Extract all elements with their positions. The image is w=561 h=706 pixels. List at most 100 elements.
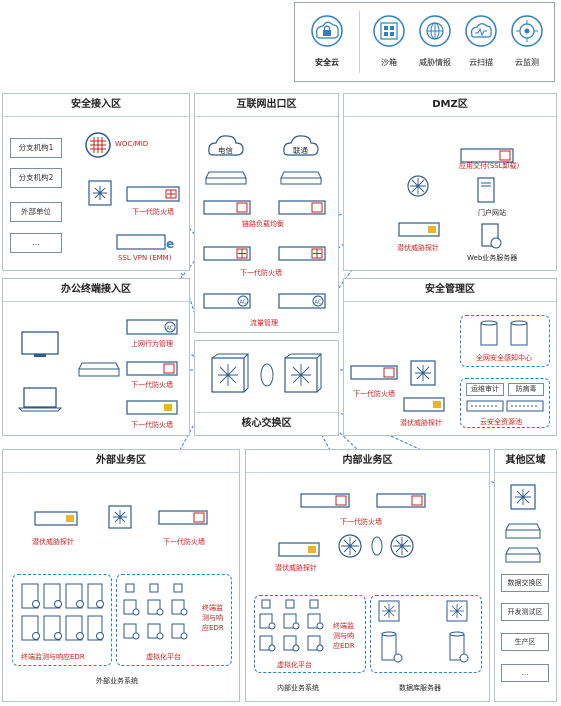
woc-firewall-icon[interactable] xyxy=(84,131,112,159)
threat-intel-icon xyxy=(419,15,451,47)
other-router-1-icon[interactable] xyxy=(505,522,541,540)
other-item-more[interactable]: ... xyxy=(501,664,549,682)
laptop-icon[interactable] xyxy=(18,386,62,412)
zone-title: 互联网出口区 xyxy=(195,94,338,117)
ngfw-right-icon[interactable] xyxy=(278,244,326,262)
ext-system-label: 外部业务系统 xyxy=(96,677,138,685)
int-virt-label: 虚拟化平台 xyxy=(277,661,312,669)
antivirus-box[interactable]: 防病毒 xyxy=(508,383,544,396)
ext-probe-icon[interactable] xyxy=(34,509,78,527)
branch-2-box[interactable]: 分支机构2 xyxy=(10,168,62,188)
cloud-monitor-icon xyxy=(511,15,543,47)
cloud-main: 安全云 xyxy=(303,11,351,73)
portal-label: 门户网站 xyxy=(478,209,506,217)
cloud-service-sandbox[interactable]: 沙箱 xyxy=(367,11,411,73)
cloud-service-threat-intel[interactable]: 威胁情报 xyxy=(413,11,457,73)
int-db-server-icon[interactable] xyxy=(380,630,470,666)
zone-title: 安全管理区 xyxy=(344,279,556,302)
int-db-label: 数据库服务器 xyxy=(399,684,441,692)
web-server-icon[interactable] xyxy=(480,222,504,250)
int-ngfw-right-icon[interactable] xyxy=(376,491,426,509)
ext-virt-vm-icon[interactable] xyxy=(122,582,196,646)
cloud-service-monitor[interactable]: 云监测 xyxy=(505,11,549,73)
cloud-service-label: 威胁情报 xyxy=(419,58,451,67)
svg-text:AC: AC xyxy=(315,300,322,306)
int-ngfw-label: 下一代防火墙 xyxy=(340,518,382,526)
int-ngfw-left-icon[interactable] xyxy=(300,491,350,509)
flow-mgmt-right-icon[interactable]: AC xyxy=(278,290,326,310)
int-db-switch-left-icon[interactable] xyxy=(378,600,400,622)
cloud-scan-icon xyxy=(465,15,497,47)
dmz-switch-icon[interactable] xyxy=(406,175,430,197)
dmz-zone: DMZ区 xyxy=(343,93,557,271)
core-switch-icon[interactable] xyxy=(88,180,112,206)
other-item-dev-test[interactable]: 开发测试区 xyxy=(501,603,549,621)
other-switch-icon[interactable] xyxy=(510,484,536,510)
int-link-ellipse xyxy=(371,536,383,556)
int-probe-label: 潜伏威胁探针 xyxy=(275,564,317,572)
other-item-data-exchange[interactable]: 数据交换区 xyxy=(501,574,549,592)
behavior-mgmt-icon[interactable]: AC xyxy=(126,316,178,336)
isp-cloud-telecom-icon[interactable] xyxy=(207,131,245,161)
int-virt-vm-icon[interactable] xyxy=(258,598,328,658)
isp-telecom-label: 电信 xyxy=(218,146,233,155)
internal-biz-zone: 内部业务区 xyxy=(245,449,490,702)
branch-1-box[interactable]: 分支机构1 xyxy=(10,138,62,158)
other-router-2-icon[interactable] xyxy=(505,546,541,564)
core-switch-left-icon[interactable] xyxy=(210,352,250,396)
office-ngfw-1-icon[interactable] xyxy=(126,359,178,377)
int-switch-right-icon[interactable] xyxy=(390,534,414,558)
load-balancer-left-icon[interactable] xyxy=(203,198,251,216)
flow-mgmt-left-icon[interactable]: AC xyxy=(203,290,251,310)
cloud-service-scan[interactable]: 云扫描 xyxy=(459,11,503,73)
sensing-db-icon[interactable] xyxy=(478,320,534,348)
mgmt-switch-icon[interactable] xyxy=(410,360,436,386)
ext-ngfw-icon[interactable] xyxy=(158,508,208,526)
sandbox-icon xyxy=(373,15,405,47)
sslvpn-device-icon[interactable]: e xyxy=(116,231,176,251)
int-probe-icon[interactable] xyxy=(278,540,320,558)
security-cloud-zone: 安全云 沙箱 威胁情报 云扫描 xyxy=(294,2,555,82)
desktop-computer-icon[interactable] xyxy=(20,330,60,360)
ext-edr-servers-icon[interactable] xyxy=(20,582,104,644)
core-switch-right-icon[interactable] xyxy=(283,352,323,396)
ext-virt-group xyxy=(116,574,232,666)
mgmt-ngfw-icon[interactable] xyxy=(350,363,398,381)
audit-box[interactable]: 运维审计 xyxy=(466,383,504,396)
int-system-label: 内部业务系统 xyxy=(277,684,319,692)
office-switch-icon[interactable] xyxy=(78,360,120,378)
dmz-probe-icon[interactable] xyxy=(398,220,440,238)
ngfw-device-icon[interactable] xyxy=(126,183,180,203)
load-balancer-right-icon[interactable] xyxy=(278,198,326,216)
isp-cloud-unicom-icon[interactable] xyxy=(282,131,320,161)
woc-label: WOC/MID xyxy=(115,140,149,148)
resource-pool-icon xyxy=(466,400,544,412)
adc-label: 应用交付(SSL卸载) xyxy=(459,162,520,170)
other-item-production[interactable]: 生产区 xyxy=(501,633,549,651)
core-title: 核心交换区 xyxy=(195,412,338,435)
zone-title: 办公终端接入区 xyxy=(3,279,189,302)
int-switch-left-icon[interactable] xyxy=(338,534,362,558)
cloud-lock-icon xyxy=(311,15,343,47)
zone-title: 其他区域 xyxy=(495,450,556,473)
cloud-service-label: 云扫描 xyxy=(469,58,493,67)
zone-title: 安全接入区 xyxy=(3,94,189,117)
mgmt-probe-icon[interactable] xyxy=(403,395,445,413)
office-ngfw-2-icon[interactable] xyxy=(126,398,178,416)
cloud-service-label: 云监测 xyxy=(515,58,539,67)
internet-ngfw-label: 下一代防火墙 xyxy=(240,269,282,277)
ext-edr2-line2: 测与响 xyxy=(202,614,223,622)
router-telecom-icon[interactable] xyxy=(205,166,247,186)
ext-switch-icon[interactable] xyxy=(108,505,132,529)
portal-server-icon[interactable] xyxy=(476,176,498,206)
ngfw-left-icon[interactable] xyxy=(203,244,251,262)
router-unicom-icon[interactable] xyxy=(280,166,322,186)
int-edr-line2: 测与响 xyxy=(333,632,354,640)
more-units-box[interactable]: ... xyxy=(10,233,62,253)
zone-title: 内部业务区 xyxy=(246,450,489,473)
ext-virt-label: 虚拟化平台 xyxy=(146,653,181,661)
ext-ngfw-label: 下一代防火墙 xyxy=(163,538,205,546)
int-db-switch-right-icon[interactable] xyxy=(446,600,468,622)
external-unit-box[interactable]: 外部单位 xyxy=(10,202,62,222)
adc-device-icon[interactable] xyxy=(460,146,514,164)
